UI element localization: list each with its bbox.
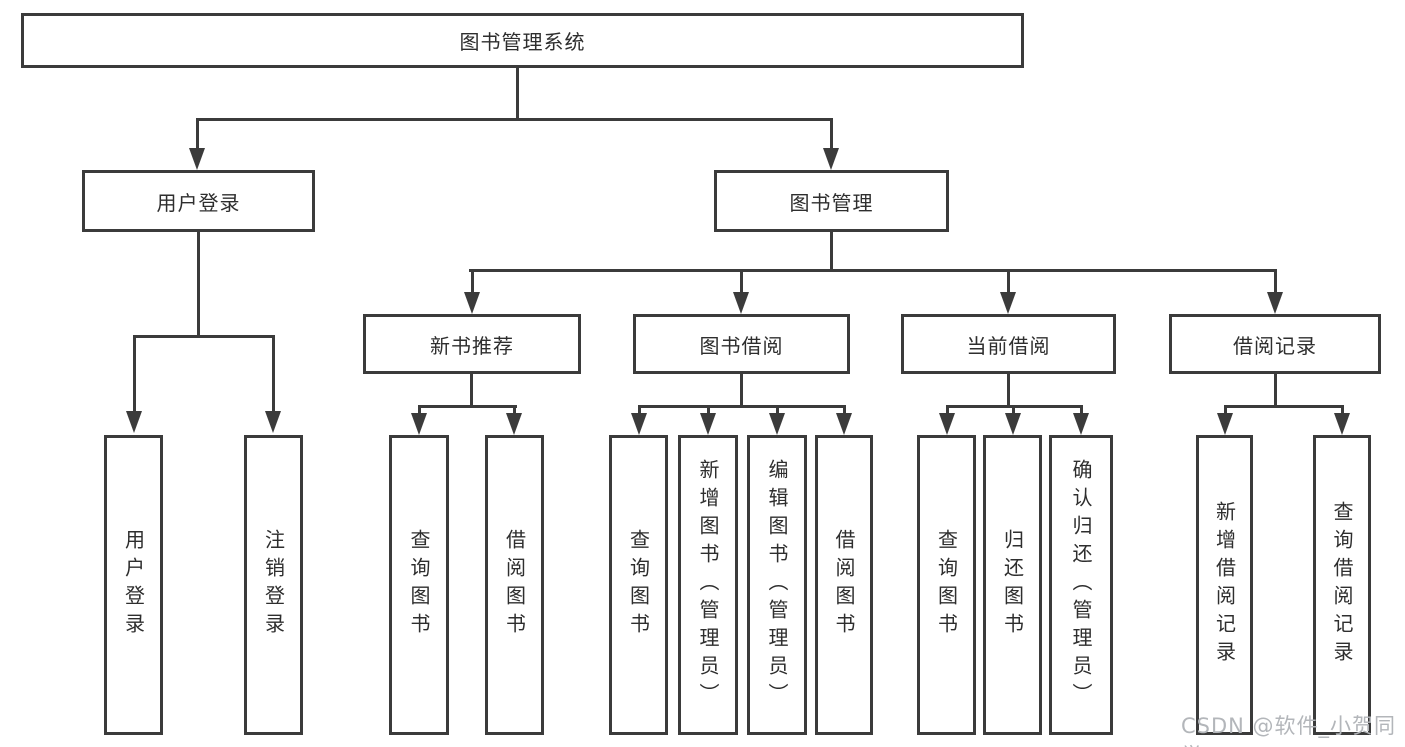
node-label: 查询借阅记录 [1330, 501, 1354, 669]
connector-groupD-stem [1274, 374, 1277, 408]
arrowhead-login-leaf2 [265, 411, 281, 433]
node-label: 查询图书 [407, 529, 431, 641]
node-library-management-system: 图书管理系统 [21, 13, 1024, 68]
connector-borrow-shaft [740, 269, 743, 295]
connector-groupB-leaf3-shaft [776, 405, 779, 417]
arrowhead-groupB-leaf3 [769, 413, 785, 435]
arrowhead-login-leaf1 [126, 411, 142, 433]
arrowhead-groupC-leaf2 [1005, 413, 1021, 435]
connector-groupC-leaf1-shaft [946, 405, 949, 417]
node-label: 当前借阅 [966, 333, 1051, 358]
node-label: 编辑图书（管理员） [765, 459, 789, 711]
node-label: 用户登录 [156, 190, 241, 215]
leaf-return-books: 归还图书 [983, 435, 1042, 735]
leaf-user-login: 用户登录 [104, 435, 163, 735]
node-label: 用户登录 [121, 529, 146, 641]
connector-user-login-shaft [196, 118, 199, 152]
connector-groupC-leaf2-shaft [1012, 405, 1015, 417]
node-label: 确认归还（管理员） [1069, 459, 1093, 711]
node-label: 新书推荐 [430, 333, 514, 358]
node-borrowing-records: 借阅记录 [1169, 314, 1381, 374]
connector-root-stem [516, 68, 519, 120]
connector-groupA-leaf1-shaft [418, 405, 421, 417]
connector-groupC-stem [1007, 374, 1010, 408]
node-label: 新增图书（管理员） [696, 459, 720, 711]
node-new-book-recommendation: 新书推荐 [363, 314, 581, 374]
arrowhead-groupC-leaf1 [939, 413, 955, 435]
arrowhead-book-mgmt [823, 148, 839, 170]
node-label: 注销登录 [261, 529, 286, 641]
leaf-borrow-books-recommend: 借阅图书 [485, 435, 544, 735]
node-book-borrowing: 图书借阅 [633, 314, 850, 374]
csdn-watermark: CSDN @软件_小贺同学 [1181, 714, 1397, 747]
connector-groupD-leaf1-shaft [1224, 405, 1227, 417]
arrowhead-groupD-leaf2 [1334, 413, 1350, 435]
connector-groupD-bar [1224, 405, 1343, 408]
node-label: 图书管理系统 [459, 30, 586, 54]
arrowhead-current [1000, 292, 1016, 314]
node-label: 借阅记录 [1233, 333, 1317, 358]
arrowhead-groupB-leaf1 [631, 413, 647, 435]
connector-current-shaft [1007, 269, 1010, 295]
connector-groupA-bar [418, 405, 517, 408]
connector-user-login-bar [133, 335, 274, 338]
arrowhead-groupB-leaf2 [700, 413, 716, 435]
arrowhead-groupC-leaf3 [1073, 413, 1089, 435]
leaf-query-books-current: 查询图书 [917, 435, 976, 735]
connector-groupB-bar [638, 405, 845, 408]
connector-record-shaft [1274, 269, 1277, 295]
node-label: 归还图书 [1000, 529, 1025, 641]
leaf-confirm-return-admin: 确认归还（管理员） [1049, 435, 1113, 735]
connector-login-leaf2-shaft [272, 335, 275, 413]
node-label: 图书借阅 [699, 333, 784, 358]
connector-groupB-leaf4-shaft [843, 405, 846, 417]
leaf-query-books-borrowing: 查询图书 [609, 435, 668, 735]
connector-groupC-leaf3-shaft [1080, 405, 1083, 417]
connector-login-leaf1-shaft [133, 335, 136, 413]
node-label: 新增借阅记录 [1212, 501, 1237, 669]
arrowhead-user-login [189, 148, 205, 170]
leaf-query-borrow-record: 查询借阅记录 [1313, 435, 1371, 735]
leaf-query-books-recommend: 查询图书 [389, 435, 449, 735]
node-label: 借阅图书 [502, 529, 527, 641]
connector-groupD-leaf2-shaft [1341, 405, 1344, 417]
arrowhead-newbook [464, 292, 480, 314]
node-label: 查询图书 [626, 529, 651, 641]
node-book-management: 图书管理 [714, 170, 949, 232]
leaf-add-borrow-record: 新增借阅记录 [1196, 435, 1253, 735]
node-current-borrowing: 当前借阅 [901, 314, 1116, 374]
node-label: 查询图书 [934, 529, 959, 641]
node-user-login: 用户登录 [82, 170, 315, 232]
leaf-logout: 注销登录 [244, 435, 303, 735]
leaf-edit-books-admin: 编辑图书（管理员） [747, 435, 807, 735]
connector-groupB-leaf2-shaft [707, 405, 710, 417]
leaf-borrow-books: 借阅图书 [815, 435, 873, 735]
node-label: 图书管理 [789, 190, 874, 215]
connector-book-mgmt-bar [469, 269, 1276, 272]
connector-groupA-leaf2-shaft [513, 405, 516, 417]
connector-groupA-stem [470, 374, 473, 408]
leaf-add-books-admin: 新增图书（管理员） [678, 435, 738, 735]
connector-book-mgmt-stem [830, 232, 833, 272]
arrowhead-groupA-leaf1 [411, 413, 427, 435]
arrowhead-borrow [733, 292, 749, 314]
connector-book-mgmt-shaft [830, 118, 833, 152]
connector-user-login-stem [197, 232, 200, 338]
node-label: 借阅图书 [832, 529, 856, 641]
arrowhead-groupD-leaf1 [1217, 413, 1233, 435]
arrowhead-record [1267, 292, 1283, 314]
arrowhead-groupB-leaf4 [836, 413, 852, 435]
connector-root-bar [196, 118, 833, 121]
connector-groupB-leaf1-shaft [638, 405, 641, 417]
arrowhead-groupA-leaf2 [506, 413, 522, 435]
connector-groupB-stem [740, 374, 743, 408]
connector-newbook-shaft [471, 269, 474, 295]
